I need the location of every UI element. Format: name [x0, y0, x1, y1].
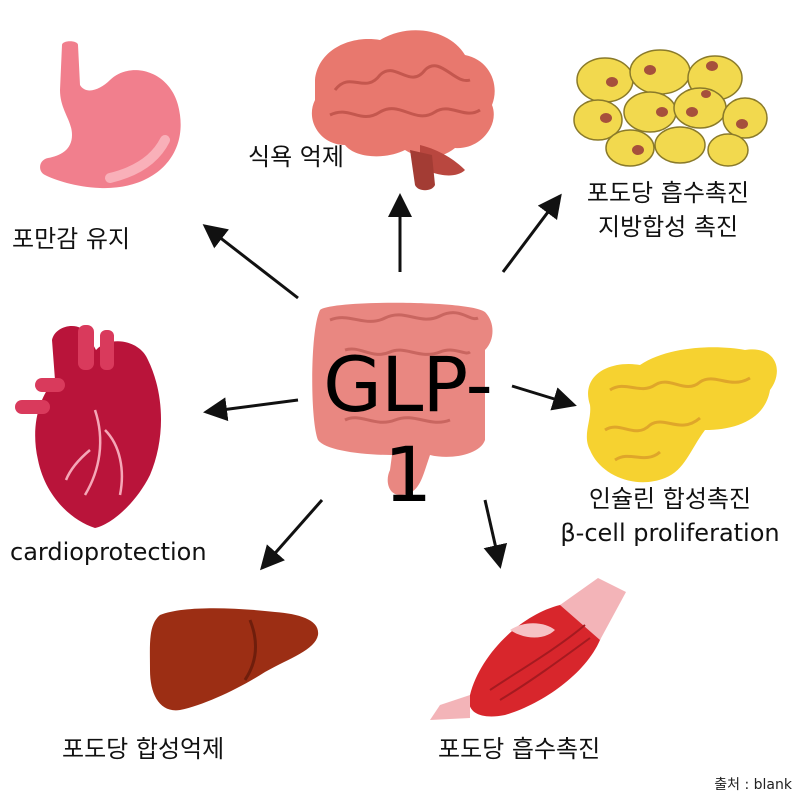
label-pancreas: 인슐린 합성촉진 β-cell proliferation	[555, 482, 785, 550]
label-heart-text: cardioprotection	[10, 538, 207, 566]
source-credit: 출처 : blank	[714, 777, 792, 793]
label-muscle-text: 포도당 흡수촉진	[438, 735, 601, 763]
label-liver: 포도당 합성억제	[62, 732, 224, 766]
muscle-icon	[430, 578, 626, 720]
label-fat: 포도당 흡수촉진 지방합성 촉진	[568, 176, 768, 244]
label-heart: cardioprotection	[10, 535, 207, 569]
label-pancreas-line-1: 인슐린 합성촉진	[588, 485, 752, 513]
stomach-icon	[40, 41, 181, 189]
liver-icon	[149, 608, 319, 711]
arrows	[202, 193, 577, 571]
arrow-to-muscle	[483, 499, 508, 569]
label-muscle: 포도당 흡수촉진	[438, 732, 600, 766]
arrow-to-stomach	[202, 224, 299, 300]
label-pancreas-line-2: β-cell proliferation	[560, 519, 780, 547]
label-stomach: 포만감 유지	[12, 222, 130, 256]
center-title: GLP-1	[323, 340, 493, 519]
label-liver-text: 포도당 합성억제	[62, 735, 225, 763]
fat-cells-icon	[573, 49, 768, 167]
heart-icon	[15, 325, 162, 528]
label-brain: 식욕 억제	[248, 140, 344, 174]
brain-icon	[311, 30, 495, 191]
intestine-icon	[312, 302, 493, 495]
arrow-to-heart	[203, 397, 299, 422]
label-stomach-text: 포만감 유지	[12, 225, 131, 253]
arrow-to-liver	[260, 499, 324, 571]
label-fat-line-2: 지방합성 촉진	[597, 213, 739, 241]
arrow-to-fat	[501, 193, 562, 273]
arrow-to-pancreas	[511, 384, 577, 411]
label-brain-text: 식욕 억제	[248, 143, 344, 171]
label-fat-line-1: 포도당 흡수촉진	[586, 179, 750, 207]
pancreas-icon	[586, 347, 777, 483]
